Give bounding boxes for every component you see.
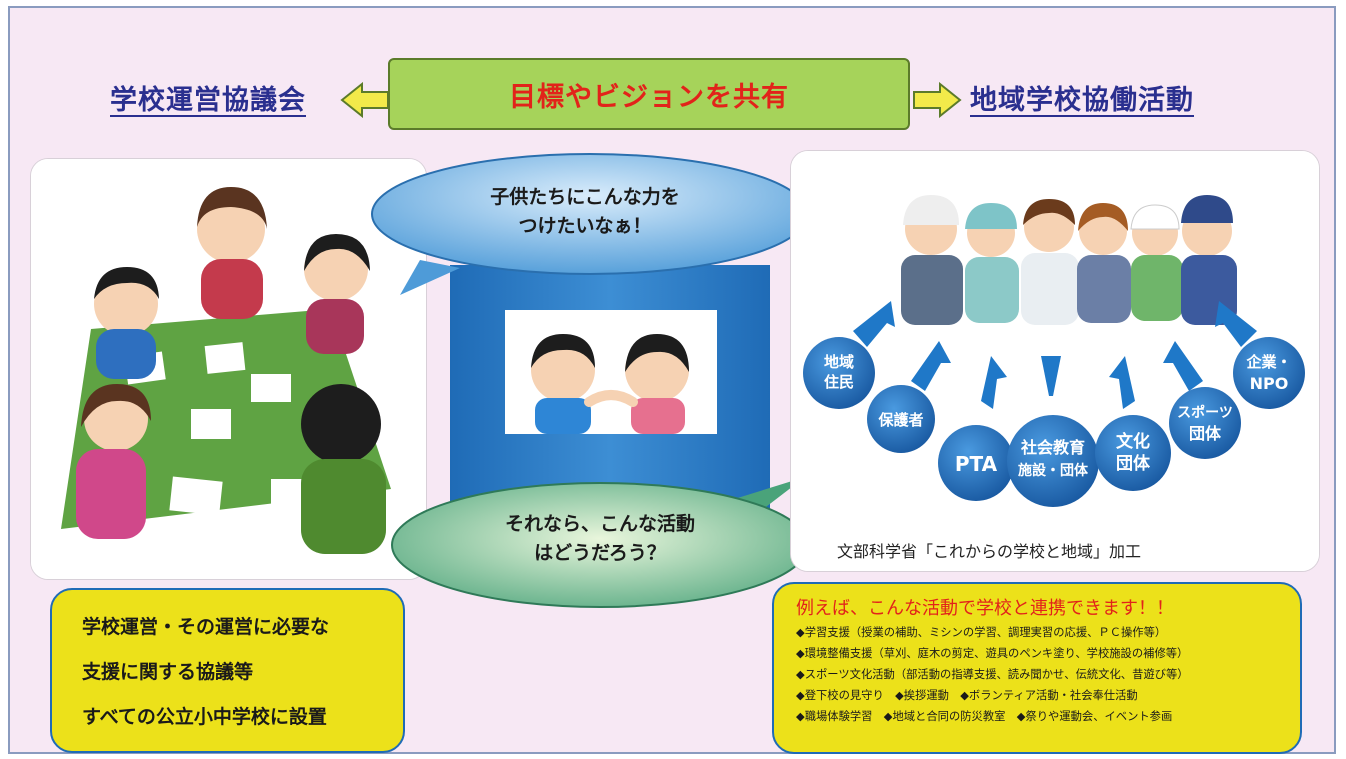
group-circle-residents [803,337,875,409]
group-label-social-education-2: 施設・団体 [1018,462,1089,479]
activity-examples-title: 例えば、こんな活動で学校と連携できます！！ [796,598,1174,619]
group-label-social-education-1: 社会教育 [1020,438,1085,457]
council-line-1: 学校運営・その運営に必要な [82,616,330,638]
worker-figures [901,195,1237,325]
activity-line-3: ◆スポーツ文化活動（部活動の指導支援、読み聞かせ、伝統文化、昔遊び等） [796,668,1189,681]
left-arrow-icon [340,82,389,118]
group-label-sports-1: スポーツ [1177,404,1233,421]
community-groups-illustration: 地域 住民 保護者 PTA 社会教育 施設・団体 文化 団体 スポーツ 団体 企… [790,150,1320,572]
council-line-2: 支援に関する協議等 [82,661,254,683]
children-illustration [505,310,717,434]
speech-top-line2: つけたいなぁ！ [518,215,652,238]
activity-examples-box: 例えば、こんな活動で学校と連携できます！！ ◆学習支援（授業の補助、ミシンの学習… [772,582,1302,754]
school-council-title: 学校運営協議会 [110,85,306,116]
group-label-residents-2: 住民 [824,373,854,391]
group-circle-pta [938,425,1014,501]
speech-bottom-line1: それなら、こんな活動 [504,513,695,535]
activity-line-5: ◆職場体験学習 ◆地域と合同の防災教室 ◆祭りや運動会、イベント参画 [796,710,1173,723]
community-activity-title: 地域学校協働活動 [970,85,1194,116]
group-circle-guardians [867,385,935,453]
group-circle-sports [1169,387,1241,459]
group-circle-companies [1233,337,1305,409]
meeting-illustration [30,158,427,580]
speech-bubble-bottom [391,477,809,608]
shared-vision-banner: 目標やビジョンを共有 [388,58,910,130]
group-circle-social-education [1007,415,1099,507]
activity-line-2: ◆環境整備支援（草刈、庭木の剪定、遊具のペンキ塗り、学校施設の補修等） [796,647,1189,660]
activity-line-4: ◆登下校の見守り ◆挨拶運動 ◆ボランティア活動・社会奉仕活動 [796,689,1138,702]
activity-line-1: ◆学習支援（授業の補助、ミシンの学習、調理実習の応援、ＰＣ操作等） [796,626,1167,639]
speech-bottom-text: それなら、こんな活動 はどうだろう？ [470,510,730,569]
group-label-culture-1: 文化 [1116,431,1150,452]
group-circles: 地域 住民 保護者 PTA 社会教育 施設・団体 文化 団体 スポーツ 団体 企… [803,337,1305,507]
speech-bottom-line2: はどうだろう？ [534,542,666,565]
group-circle-culture [1095,415,1171,491]
speech-top-text: 子供たちにこんな力を つけたいなぁ！ [455,183,715,242]
speech-bubble-top [371,153,809,295]
group-label-companies-2: NPO [1250,374,1289,393]
speech-top-line1: 子供たちにこんな力を [490,186,680,208]
group-label-residents-1: 地域 [824,353,854,371]
group-label-pta: PTA [955,452,998,476]
group-label-culture-2: 団体 [1116,453,1151,474]
group-label-companies-1: 企業・ [1245,353,1291,371]
source-caption: 文部科学省「これからの学校と地域」加工 [837,542,1142,561]
council-line-3: すべての公立小中学校に設置 [82,706,327,728]
upward-arrows [853,301,1257,409]
right-arrow-icon [913,82,962,118]
group-label-guardians: 保護者 [877,411,923,429]
group-label-sports-2: 団体 [1189,424,1222,443]
council-description-box: 学校運営・その運営に必要な 支援に関する協議等 すべての公立小中学校に設置 [50,588,405,753]
